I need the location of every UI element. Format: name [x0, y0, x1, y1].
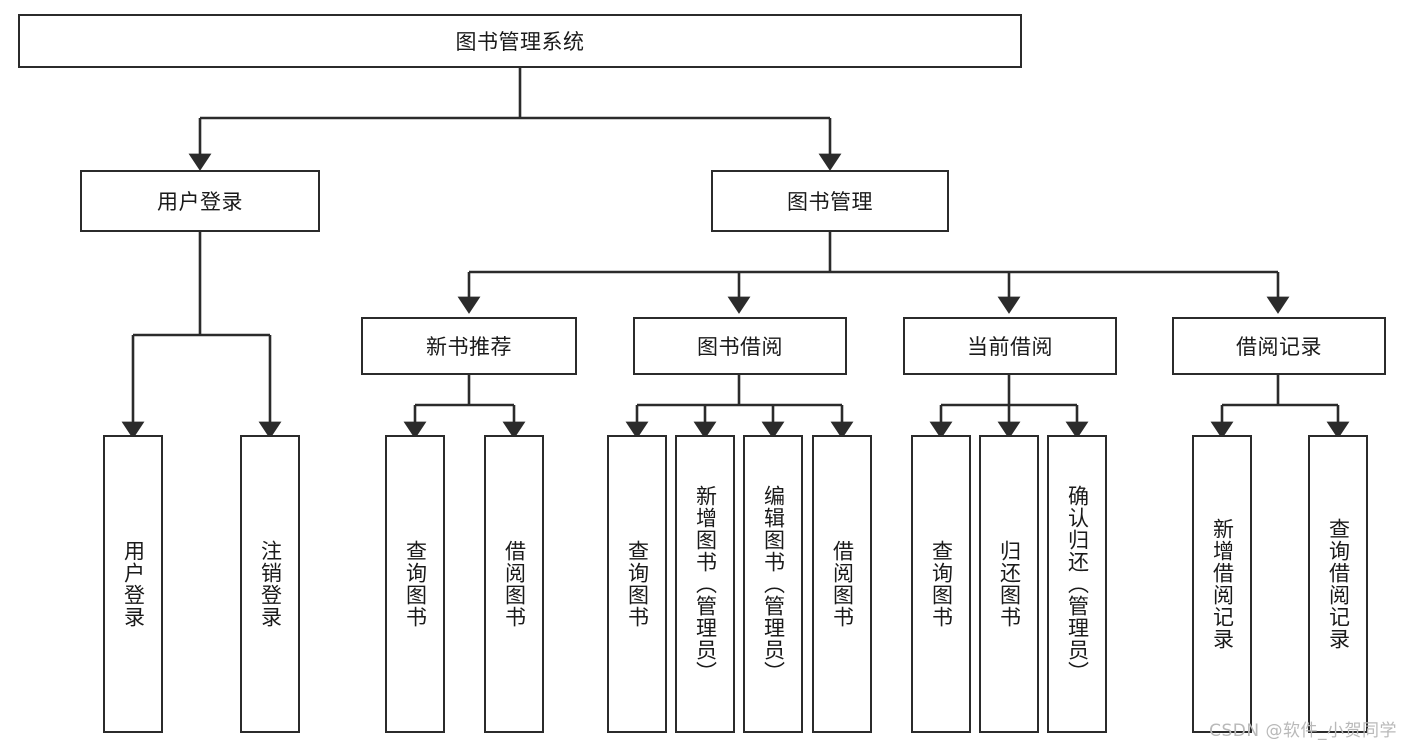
node-current-borrow[interactable]: 当前借阅 — [903, 317, 1117, 375]
node-label: 图书借阅 — [697, 335, 783, 359]
node-label: 编辑图书（管理员） — [761, 485, 786, 683]
node-leaf-user-login-signout[interactable]: 注销登录 — [240, 435, 300, 733]
node-leaf-new-book-borrow[interactable]: 借阅图书 — [484, 435, 544, 733]
node-label: 借阅图书 — [502, 540, 527, 628]
node-leaf-book-borrow-query[interactable]: 查询图书 — [607, 435, 667, 733]
node-label: 图书管理 — [787, 190, 873, 214]
node-leaf-new-book-query[interactable]: 查询图书 — [385, 435, 445, 733]
node-leaf-borrow-record-query[interactable]: 查询借阅记录 — [1308, 435, 1368, 733]
node-root-book-management-system[interactable]: 图书管理系统 — [18, 14, 1022, 68]
node-label: 图书管理系统 — [455, 30, 585, 54]
node-label: 确认归还（管理员） — [1065, 485, 1090, 683]
node-borrow-record[interactable]: 借阅记录 — [1172, 317, 1386, 375]
watermark-text: CSDN @软件_小贺同学 — [1209, 721, 1397, 741]
node-leaf-current-borrow-return[interactable]: 归还图书 — [979, 435, 1039, 733]
node-new-book-recommend[interactable]: 新书推荐 — [361, 317, 577, 375]
node-label: 新增图书（管理员） — [693, 485, 718, 683]
node-label: 查询图书 — [625, 540, 650, 628]
node-leaf-user-login-signin[interactable]: 用户登录 — [103, 435, 163, 733]
node-leaf-current-borrow-confirm-return[interactable]: 确认归还（管理员） — [1047, 435, 1107, 733]
node-label: 借阅图书 — [830, 540, 855, 628]
node-label: 当前借阅 — [967, 335, 1053, 359]
node-leaf-book-borrow-add[interactable]: 新增图书（管理员） — [675, 435, 735, 733]
node-leaf-book-borrow-lend[interactable]: 借阅图书 — [812, 435, 872, 733]
node-leaf-borrow-record-add[interactable]: 新增借阅记录 — [1192, 435, 1252, 733]
node-label: 用户登录 — [157, 190, 243, 214]
node-label: 查询图书 — [929, 540, 954, 628]
node-leaf-current-borrow-query[interactable]: 查询图书 — [911, 435, 971, 733]
node-label: 用户登录 — [121, 540, 146, 628]
node-book-borrow[interactable]: 图书借阅 — [633, 317, 847, 375]
node-label: 借阅记录 — [1236, 335, 1322, 359]
node-label: 新书推荐 — [426, 335, 512, 359]
node-label: 注销登录 — [258, 540, 283, 628]
node-label: 查询借阅记录 — [1326, 518, 1351, 650]
node-label: 归还图书 — [997, 540, 1022, 628]
node-label: 查询图书 — [403, 540, 428, 628]
node-label: 新增借阅记录 — [1210, 518, 1235, 650]
node-user-login[interactable]: 用户登录 — [80, 170, 320, 232]
node-book-management[interactable]: 图书管理 — [711, 170, 949, 232]
node-leaf-book-borrow-edit[interactable]: 编辑图书（管理员） — [743, 435, 803, 733]
